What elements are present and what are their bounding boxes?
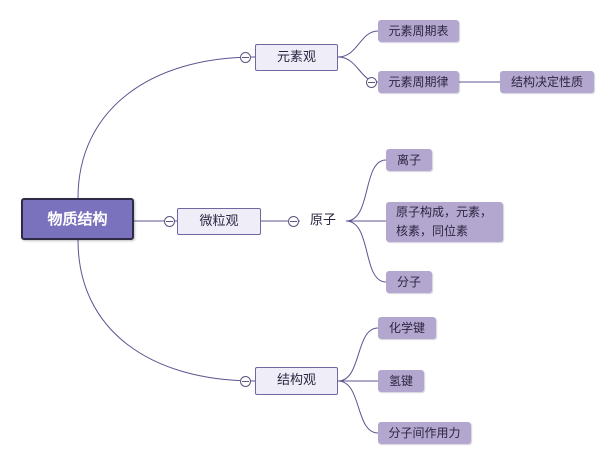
edge-element-view-periodic-table bbox=[337, 30, 379, 58]
leaf-atom-composition-line-2: 核素，同位素 bbox=[396, 224, 469, 238]
leaf-periodic-law-label: 元素周期律 bbox=[388, 75, 449, 89]
leaf-intermolecular-force[interactable]: 分子间作用力 bbox=[378, 422, 471, 444]
leaf-chemical-bond-label: 化学键 bbox=[388, 321, 425, 335]
collapse-particle-view-toggle-icon[interactable] bbox=[288, 216, 299, 227]
root-node-label: 物质结构 bbox=[47, 210, 108, 228]
node-atom-label: 原子 bbox=[309, 213, 336, 228]
edge-root-structure-view bbox=[77, 239, 256, 382]
leaf-periodic-table[interactable]: 元素周期表 bbox=[378, 20, 459, 42]
node-atom[interactable]: 原子 bbox=[300, 211, 346, 231]
leaf-periodic-table-label: 元素周期表 bbox=[388, 24, 449, 38]
leaf-ion-label: 离子 bbox=[396, 153, 421, 167]
collapse-periodic-law-toggle-icon[interactable] bbox=[366, 77, 377, 88]
collapse-root-toggle-icon[interactable] bbox=[164, 216, 175, 227]
edge-root-element-view bbox=[77, 56, 256, 199]
leaf-intermolecular-force-label: 分子间作用力 bbox=[388, 426, 461, 440]
collapse-structure-view-toggle-icon[interactable] bbox=[240, 376, 251, 387]
leaf-structure-determines-label: 结构决定性质 bbox=[510, 75, 583, 89]
branch-particle-view-label: 微粒观 bbox=[199, 213, 239, 229]
edge-structure-view-force bbox=[337, 380, 379, 434]
leaf-hydrogen-bond[interactable]: 氢键 bbox=[378, 370, 424, 392]
leaf-atom-composition[interactable]: 原子构成，元素， 核素，同位素 bbox=[386, 202, 503, 242]
edge-structure-view-chemical-bond bbox=[337, 327, 379, 382]
leaf-molecule[interactable]: 分子 bbox=[386, 271, 432, 293]
edge-atom-molecule bbox=[345, 220, 387, 283]
leaf-molecule-label: 分子 bbox=[396, 275, 421, 289]
branch-structure-view[interactable]: 结构观 bbox=[255, 367, 338, 395]
leaf-hydrogen-bond-label: 氢键 bbox=[388, 374, 413, 388]
branch-structure-view-label: 结构观 bbox=[276, 373, 316, 388]
leaf-structure-determines-properties[interactable]: 结构决定性质 bbox=[500, 71, 594, 93]
branch-element-view-label: 元素观 bbox=[276, 49, 316, 65]
leaf-atom-composition-line-1: 原子构成，元素， bbox=[396, 205, 493, 219]
leaf-chemical-bond[interactable]: 化学键 bbox=[378, 317, 436, 339]
leaf-periodic-law[interactable]: 元素周期律 bbox=[378, 71, 459, 93]
collapse-element-view-toggle-icon[interactable] bbox=[240, 52, 251, 63]
branch-element-view[interactable]: 元素观 bbox=[255, 44, 338, 71]
branch-particle-view[interactable]: 微粒观 bbox=[177, 208, 261, 235]
root-node[interactable]: 物质结构 bbox=[21, 198, 134, 240]
edge-atom-ion bbox=[345, 159, 387, 222]
leaf-ion[interactable]: 离子 bbox=[386, 149, 432, 171]
